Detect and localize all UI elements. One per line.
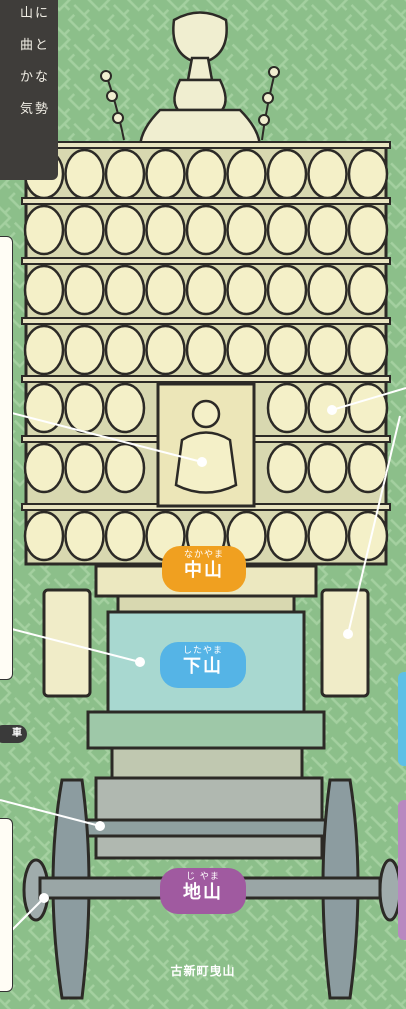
lantern [268,384,306,432]
lantern [268,444,306,492]
lantern [268,206,306,254]
lantern [106,384,144,432]
lantern [228,266,266,314]
info-card-right-blue [398,672,406,766]
lantern [268,266,306,314]
lantern [349,326,387,374]
lantern [25,326,63,374]
intro-line-2: 曲と [20,34,50,53]
lantern [187,326,225,374]
label-shitayama-name: 下山 [160,657,246,677]
side-tag: 車 [0,725,27,743]
label-shitayama-ruby: したやま [160,642,246,657]
float-caption: 古新町曳山 [0,962,406,979]
lantern [25,444,63,492]
lantern [228,206,266,254]
lantern [66,266,104,314]
intro-line-4: 気勢 [20,98,50,117]
lantern [106,444,144,492]
label-shitayama: したやま 下山 [160,642,246,688]
lantern [309,150,347,198]
lantern [187,150,225,198]
lantern-rail [22,376,390,382]
figure-niche [158,384,254,506]
intro-line-3: かな [20,66,50,85]
lantern [187,266,225,314]
lantern [106,206,144,254]
lantern [106,266,144,314]
lantern [349,444,387,492]
lantern-rail [22,318,390,324]
lantern [106,512,144,560]
lantern [66,512,104,560]
lantern [106,150,144,198]
lantern [66,326,104,374]
lantern [106,326,144,374]
lantern [228,150,266,198]
lantern [309,266,347,314]
lantern [309,444,347,492]
lantern-rail [22,142,390,148]
lantern [147,150,185,198]
lantern [25,206,63,254]
intro-line-1: 山に [20,2,50,21]
label-nakayama: なかやま 中山 [162,546,246,592]
lantern [349,206,387,254]
lantern [268,150,306,198]
lantern [268,512,306,560]
lantern [228,326,266,374]
lantern [187,206,225,254]
lantern [309,512,347,560]
label-nakayama-ruby: なかやま [162,546,246,561]
lantern [25,266,63,314]
lantern [349,150,387,198]
label-nakayama-name: 中山 [162,561,246,581]
lantern [66,384,104,432]
label-jiyama-name: 地山 [160,883,246,903]
intro-panel: 山に 曲と かな 気勢 [0,0,58,180]
lantern [147,266,185,314]
lantern [66,444,104,492]
lantern [147,206,185,254]
lantern [66,206,104,254]
lantern [349,384,387,432]
lantern [309,326,347,374]
lantern-rail [22,258,390,264]
lantern [147,326,185,374]
label-jiyama: じ やま 地山 [160,868,246,914]
lantern [268,326,306,374]
label-jiyama-ruby: じ やま [160,868,246,883]
lantern [309,206,347,254]
info-card-left-upper [0,236,13,680]
lantern [25,512,63,560]
lantern-rail [22,198,390,204]
lantern [66,150,104,198]
lantern [349,266,387,314]
info-card-right-purple [398,800,406,940]
